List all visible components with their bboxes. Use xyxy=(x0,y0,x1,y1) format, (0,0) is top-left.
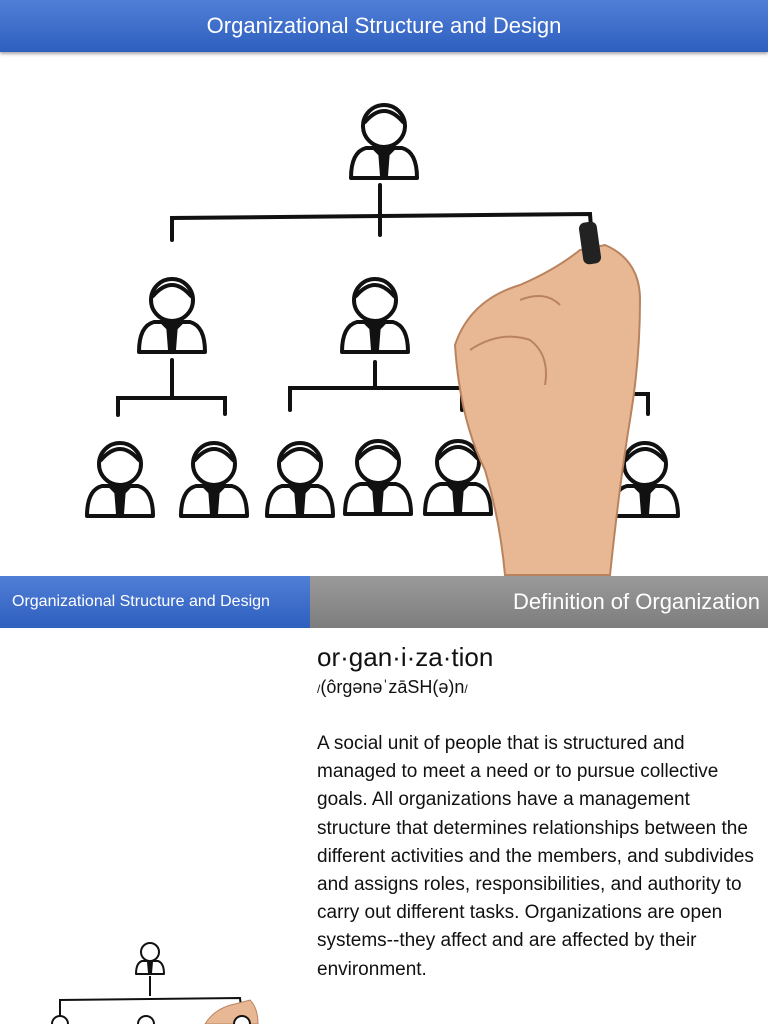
mini-person-icon xyxy=(51,1015,69,1024)
manager-person-icon xyxy=(137,277,207,354)
staff-person-icon xyxy=(179,441,249,518)
slide2-left-title-box: Organizational Structure and Design xyxy=(0,576,310,628)
definition-text: A social unit of people that is structur… xyxy=(317,733,754,980)
mini-org-chart-illustration xyxy=(51,942,259,1024)
pronunciation-slash-close: / xyxy=(464,682,468,696)
mini-person-icon xyxy=(233,1015,251,1024)
slide2-left-title: Organizational Structure and Design xyxy=(12,593,270,610)
dictionary-word: or·gan·i·za·tion xyxy=(317,642,494,672)
mini-person-icon xyxy=(137,1015,155,1024)
slide1-title-bar: Organizational Structure and Design xyxy=(0,0,768,52)
staff-person-icon xyxy=(265,441,335,518)
slide2-right-title: Definition of Organization xyxy=(512,589,760,614)
staff-person-icon xyxy=(343,439,413,516)
staff-person-icon xyxy=(85,441,155,518)
slide2-right-title-box: Definition of Organization xyxy=(310,576,768,628)
definition-block: or·gan·i·za·tion /(ôrɡənəˈzāSH(ə)n/ A so… xyxy=(317,640,762,984)
pronunciation-slash-open: / xyxy=(317,682,321,696)
manager-person-icon xyxy=(340,277,410,354)
mini-connectors xyxy=(59,976,243,1018)
hand-with-marker-icon xyxy=(453,221,642,576)
org-chart-illustration xyxy=(85,103,680,576)
mini-top-person-icon xyxy=(135,942,165,975)
slide1-title: Organizational Structure and Design xyxy=(206,13,562,38)
slide2-header-band: Organizational Structure and Design Defi… xyxy=(0,576,768,628)
pronunciation: /(ôrɡənəˈzāSH(ə)n/ xyxy=(317,676,762,700)
pronunciation-text: (ôrɡənəˈzāSH(ə)n xyxy=(320,677,465,697)
top-person-icon xyxy=(349,103,419,180)
